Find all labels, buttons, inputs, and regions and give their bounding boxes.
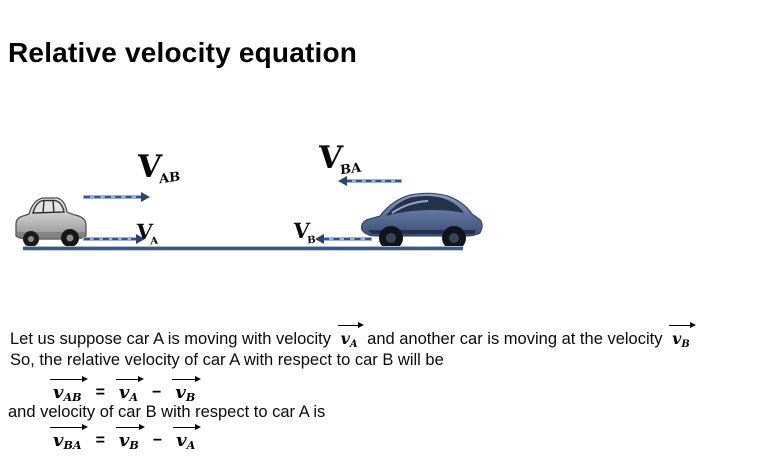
vab-arrow-right-icon — [83, 192, 150, 202]
minus-sign: − — [152, 384, 162, 401]
label-v-a: VA — [135, 219, 159, 248]
page-title: Relative velocity equation — [8, 36, 358, 68]
label-v-ab: VAB — [135, 149, 181, 188]
vector-v-ab: vAB — [50, 376, 88, 409]
intro-line-1-text-a: Let us suppose car A is moving with velo… — [10, 330, 336, 348]
vector-v-a-inline: vA — [337, 322, 364, 355]
ground-line — [23, 246, 463, 251]
label-v-ba: VBA — [316, 140, 362, 179]
label-v-b: VB — [292, 218, 317, 247]
equation-vab: vAB = vA−vB — [48, 376, 202, 409]
intro-line-3: and velocity of car B with respect to ca… — [8, 403, 326, 421]
minus-sign: − — [152, 432, 163, 449]
va-arrow-right-icon — [83, 234, 145, 244]
vector-v-a2: vA — [173, 424, 202, 457]
vector-v-b2: vB — [115, 424, 145, 457]
intro-line-1: Let us suppose car A is moving with velo… — [10, 322, 696, 355]
vb-arrow-left-icon — [315, 234, 372, 244]
vector-v-ba: vBA — [50, 424, 88, 457]
vba-arrow-left-icon — [338, 176, 402, 186]
vector-v-b-inline: vB — [669, 322, 696, 355]
vector-v-b: vB — [172, 376, 202, 409]
equals-sign: = — [95, 432, 105, 449]
intro-line-1-text-b: and another car is moving at the velocit… — [362, 330, 668, 348]
equals-sign: = — [95, 384, 105, 401]
intro-line-2: So, the relative velocity of car A with … — [10, 351, 444, 369]
car-a-vintage-car-image — [15, 197, 87, 247]
equation-vba: vBA = vB−vA — [48, 424, 202, 457]
car-b-modern-suv-image — [361, 192, 483, 250]
vector-v-a: vA — [115, 376, 145, 409]
